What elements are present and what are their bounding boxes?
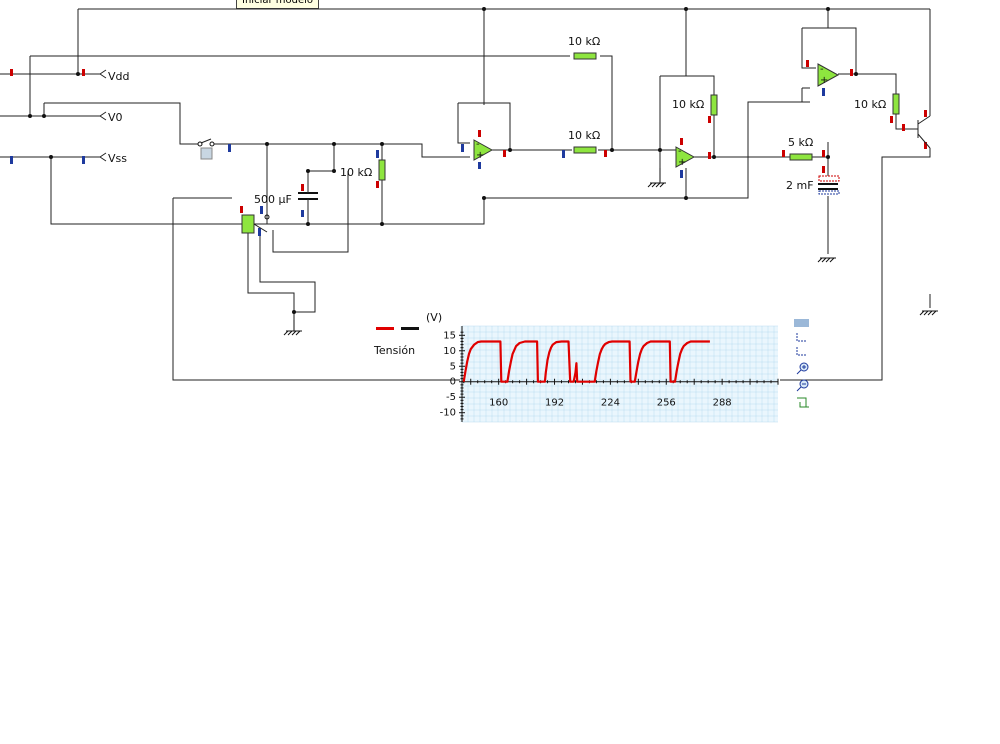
op-amp-2[interactable]: - +	[675, 146, 696, 168]
svg-text:-: -	[476, 139, 480, 150]
voltage-plot[interactable]: 15 10 5 0 -5 -10 160 192 224 256 288 (V) Tensión	[373, 311, 779, 423]
ground-symbols	[283, 168, 938, 336]
series-line-0	[462, 340, 710, 383]
capacitor-c1[interactable]: 500 µF	[254, 190, 318, 206]
vss-label: Vss	[108, 152, 127, 165]
capacitor-c1-label: 500 µF	[254, 193, 292, 206]
y-axis-unit: (V)	[426, 311, 442, 324]
capacitor-c2-label: 2 mF	[786, 179, 814, 192]
svg-text:-: -	[820, 64, 824, 75]
svg-text:-: -	[678, 146, 682, 157]
legend-swatch-red	[376, 327, 394, 330]
plot-grid	[461, 325, 778, 423]
v0-terminal[interactable]: V0	[99, 111, 123, 124]
y-tick-label: 10	[443, 346, 456, 357]
wires	[0, 8, 931, 381]
junction-dots	[28, 7, 858, 314]
resistor-r3-label: 10 kΩ	[340, 166, 372, 179]
reset-view-icon[interactable]	[797, 397, 809, 408]
x-tick-label: 256	[657, 398, 676, 409]
resistor-r5[interactable]: 10 kΩ	[854, 93, 900, 115]
svg-text:+: +	[678, 157, 686, 168]
y-tick-label: 15	[443, 330, 456, 341]
fit-vertical-icon[interactable]	[796, 333, 806, 342]
plot-tick-labels: 15 10 5 0 -5 -10 160 192 224 256 288	[440, 330, 732, 418]
op-amp-1[interactable]: - +	[473, 139, 494, 161]
svg-text:+: +	[476, 150, 484, 161]
svg-text:+: +	[820, 75, 828, 86]
legend-swatch-black	[401, 327, 419, 330]
y-tick-label: 5	[450, 361, 456, 372]
vdd-label: Vdd	[108, 70, 130, 83]
resistor-r4-label: 10 kΩ	[672, 98, 704, 111]
v0-label: V0	[108, 111, 123, 124]
capacitor-c2[interactable]: 2 mF	[786, 175, 840, 195]
switch[interactable]	[197, 138, 215, 160]
x-tick-label: 288	[713, 398, 732, 409]
legend-label-tension: Tensión	[373, 344, 415, 357]
y-tick-label: -10	[440, 408, 456, 419]
plot-toolbar[interactable]	[794, 319, 809, 408]
plot-settings-icon[interactable]	[794, 319, 809, 327]
resistor-r4[interactable]: 10 kΩ	[672, 94, 718, 116]
voltage-probes[interactable]	[10, 60, 927, 236]
plot-traces	[462, 340, 710, 383]
op-amp-3[interactable]: - +	[817, 63, 840, 87]
resistor-r6[interactable]: 5 kΩ	[788, 136, 813, 161]
zoom-in-icon[interactable]	[796, 362, 809, 375]
resistor-r5-label: 10 kΩ	[854, 98, 886, 111]
resistor-r2-label: 10 kΩ	[568, 129, 600, 142]
resistor-r2[interactable]: 10 kΩ	[568, 129, 600, 154]
x-tick-label: 192	[545, 398, 564, 409]
x-tick-label: 224	[601, 398, 620, 409]
resistor-r6-label: 5 kΩ	[788, 136, 813, 149]
resistor-r3[interactable]: 10 kΩ	[340, 159, 386, 181]
y-tick-label: 0	[450, 377, 456, 388]
legend[interactable]: Tensión	[373, 327, 419, 357]
resistor-r1[interactable]: 10 kΩ	[568, 35, 600, 60]
vss-terminal[interactable]: Vss	[99, 152, 127, 165]
y-tick-label: -5	[446, 392, 456, 403]
fit-horizontal-icon[interactable]	[796, 347, 806, 356]
transistor[interactable]	[912, 115, 931, 149]
relay[interactable]	[241, 214, 270, 234]
zoom-out-icon[interactable]	[796, 379, 809, 392]
resistor-r1-label: 10 kΩ	[568, 35, 600, 48]
vdd-terminal[interactable]: Vdd	[99, 69, 130, 83]
x-tick-label: 160	[489, 398, 508, 409]
